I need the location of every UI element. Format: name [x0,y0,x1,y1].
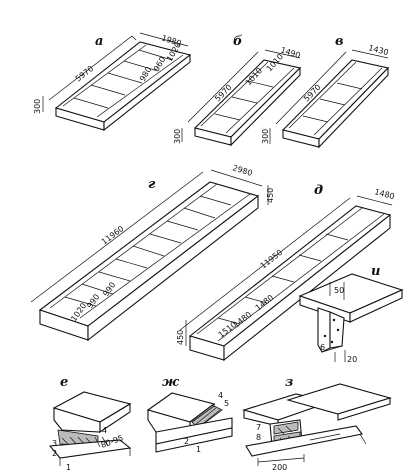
dim-e-n4: 4 [102,426,107,435]
dim-d-width: 1480 [373,187,395,201]
detail-e: е 1 2 3 4 80-95 [48,375,132,472]
dim-zh-n1: 1 [196,445,201,454]
dim-b-height: 300 [173,129,182,144]
dim-z-n8: 8 [256,433,261,442]
label-b: б [233,34,243,49]
panel-a: а 5970 1980 300 1020 960 980 [33,32,192,132]
dim-zh-n4: 4 [218,391,223,400]
dim-i-top: 50 [334,286,344,295]
dim-i-n6: 6 [320,343,325,352]
label-g: г [148,177,156,192]
dim-z-width: 200 [272,463,287,472]
panel-d: д 11950 1480 450 1510 1480 1480 [176,183,395,362]
dim-g-length: 11960 [100,224,126,247]
dim-g-width: 2980 [231,163,253,178]
panel-b: б 5970 1490 300 1010 1010 [173,34,302,147]
dim-v-height: 300 [261,129,270,144]
label-d: д [314,183,323,198]
detail-zh: ж 1 2 4 5 [146,375,233,454]
dim-i-bottom: 20 [347,355,357,364]
label-a: а [95,34,103,49]
dim-zh-n2: 2 [184,437,189,446]
label-v: в [335,34,344,49]
dim-e-n2: 2 [52,449,57,458]
panel-g: г 11960 2980 450 1020 990 990 [30,163,275,342]
dim-g-height: 450 [266,188,275,203]
label-z: з [285,375,293,390]
detail-i: и 50 6 20 [298,264,404,364]
dim-e-n1: 1 [66,463,71,472]
label-i: и [371,264,380,279]
dim-d-height: 450 [176,330,185,345]
detail-z: з 7 8 200 [242,375,392,472]
dim-z-n7: 7 [256,423,261,432]
dim-a-height: 300 [33,99,42,114]
panel-v: в 5970 1430 300 [261,34,389,149]
dim-v-width: 1430 [367,43,389,57]
label-e: е [60,375,68,390]
dim-e-n3: 3 [52,439,57,448]
dim-zh-n5: 5 [224,399,229,408]
label-zh: ж [162,375,180,390]
